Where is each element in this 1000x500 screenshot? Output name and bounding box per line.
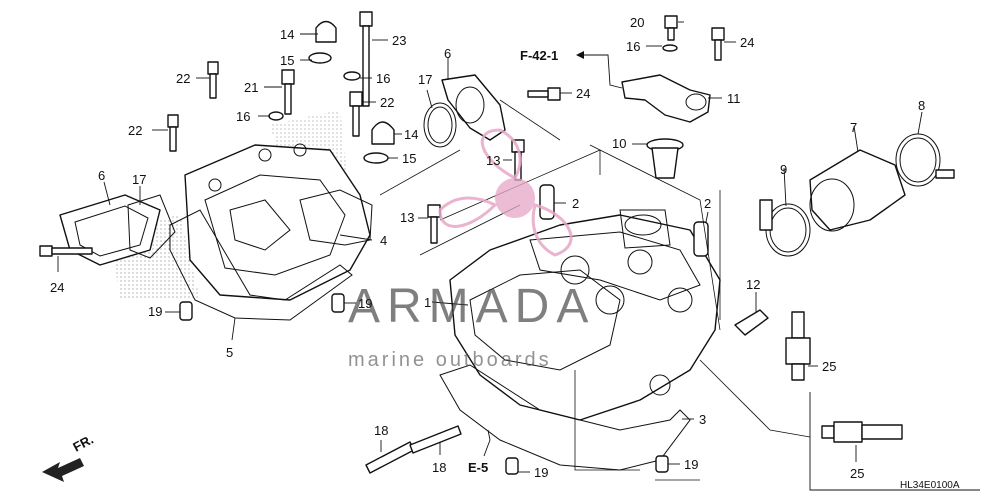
rear-head-gasket <box>169 209 353 321</box>
callout-8: 8 <box>918 98 925 113</box>
washer-part-15-b <box>363 152 389 164</box>
callout-15-b: 15 <box>402 151 416 166</box>
callout-12: 12 <box>746 277 760 292</box>
callout-20: 20 <box>630 15 644 30</box>
callout-14-a: 14 <box>280 27 294 42</box>
bolt-part-24-upper <box>527 87 561 101</box>
callout-19-a: 19 <box>148 304 162 319</box>
washer-part-16-b <box>343 71 361 81</box>
leader-lines <box>57 21 923 473</box>
watermark-brand: ARMADA <box>348 280 595 333</box>
reference-arrow-head <box>576 51 584 59</box>
watermark-tagline: marine outboards <box>348 349 552 371</box>
washer-part-15 <box>308 52 332 64</box>
front-direction-arrow <box>42 458 84 482</box>
callout-23: 23 <box>392 33 406 48</box>
bolt-part-23 <box>359 11 373 107</box>
callout-16-a: 16 <box>236 109 250 124</box>
callout-24-right: 24 <box>740 35 754 50</box>
clamp-part-8 <box>895 133 955 187</box>
stud-bolt-part-18-b <box>409 425 462 454</box>
callout-24-upper: 24 <box>576 86 590 101</box>
bolt-part-24-left <box>39 245 93 257</box>
callout-25-b: 25 <box>850 466 864 481</box>
callout-13-a: 13 <box>486 153 500 168</box>
bolt-part-22-c <box>349 91 363 137</box>
callout-3: 3 <box>699 412 706 427</box>
diagram-code: HL34E0100A <box>900 480 960 491</box>
front-cylinder-head-part-1 <box>449 209 721 421</box>
callout-2-a: 2 <box>572 196 579 211</box>
callout-6-left: 6 <box>98 168 105 183</box>
spark-plug-inset-frame <box>809 392 980 491</box>
washer-part-16-a <box>268 111 284 121</box>
callout-17-left: 17 <box>132 172 146 187</box>
callout-22-a: 22 <box>176 71 190 86</box>
cap-nut-part-14 <box>315 20 337 43</box>
callout-16-c: 16 <box>626 39 640 54</box>
dowel-pin-part-19-b <box>331 293 345 313</box>
callout-labels: 1 2 2 3 4 5 6 6 7 8 9 10 11 12 13 13 14 … <box>50 15 925 481</box>
upper-cover-part-6 <box>441 74 506 141</box>
reference-f42-1: F-42-1 <box>520 48 558 63</box>
callout-24-left: 24 <box>50 280 64 295</box>
cap-nut-part-14-b <box>371 121 395 145</box>
callout-25-a: 25 <box>822 359 836 374</box>
callout-17-upper: 17 <box>418 72 432 87</box>
bolt-part-24-right <box>711 27 725 61</box>
spark-plug-part-25-detail <box>821 421 903 443</box>
callout-14-b: 14 <box>404 127 418 142</box>
spark-plug-part-25-installed <box>785 311 811 381</box>
thermostat-part-10 <box>646 138 684 179</box>
washer-part-16-c <box>662 44 678 52</box>
bolt-part-22-a <box>207 61 219 99</box>
bolt-part-22-b <box>167 114 179 152</box>
callout-19-b: 19 <box>358 296 372 311</box>
dowel-pin-part-19-c <box>505 457 519 475</box>
callout-2-b: 2 <box>704 196 711 211</box>
callout-13-b: 13 <box>400 210 414 225</box>
callout-10: 10 <box>612 136 626 151</box>
callout-11: 11 <box>727 91 741 106</box>
callout-18-b: 18 <box>432 460 446 475</box>
stud-bolt-part-18-a <box>365 441 415 474</box>
bolt-part-21 <box>281 69 295 115</box>
thermostat-housing-part-11 <box>621 74 711 123</box>
callout-19-d: 19 <box>684 457 698 472</box>
watermark: ARMADA marine outboards <box>348 128 595 371</box>
callout-19-c: 19 <box>534 465 548 480</box>
callout-1: 1 <box>424 295 431 310</box>
callout-22-b: 22 <box>128 123 142 138</box>
upper-gasket-part-17 <box>423 102 457 148</box>
callout-21: 21 <box>244 80 258 95</box>
propeller-logo-icon <box>438 128 573 257</box>
callout-7: 7 <box>850 120 857 135</box>
callout-18-a: 18 <box>374 423 388 438</box>
intake-pipe-part-7 <box>809 149 906 232</box>
bolt-part-13-b <box>427 204 441 244</box>
front-label: FR. <box>70 432 96 455</box>
callout-9: 9 <box>780 162 787 177</box>
reference-e5: E-5 <box>468 460 488 475</box>
callout-6-upper: 6 <box>444 46 451 61</box>
temperature-sensor-part-12 <box>734 309 769 336</box>
left-gasket-part-17 <box>127 194 176 259</box>
callout-5: 5 <box>226 345 233 360</box>
callout-4: 4 <box>380 233 387 248</box>
callout-22-c: 22 <box>380 95 394 110</box>
bolt-part-20 <box>664 15 678 41</box>
head-gasket-part-3 <box>439 364 691 471</box>
clamp-part-9 <box>759 199 811 257</box>
dowel-pin-part-19-a <box>179 301 193 321</box>
dowel-pin-part-19-d <box>655 455 669 473</box>
rear-head-cover <box>184 143 373 301</box>
callout-15-a: 15 <box>280 53 294 68</box>
callout-16-b: 16 <box>376 71 390 86</box>
